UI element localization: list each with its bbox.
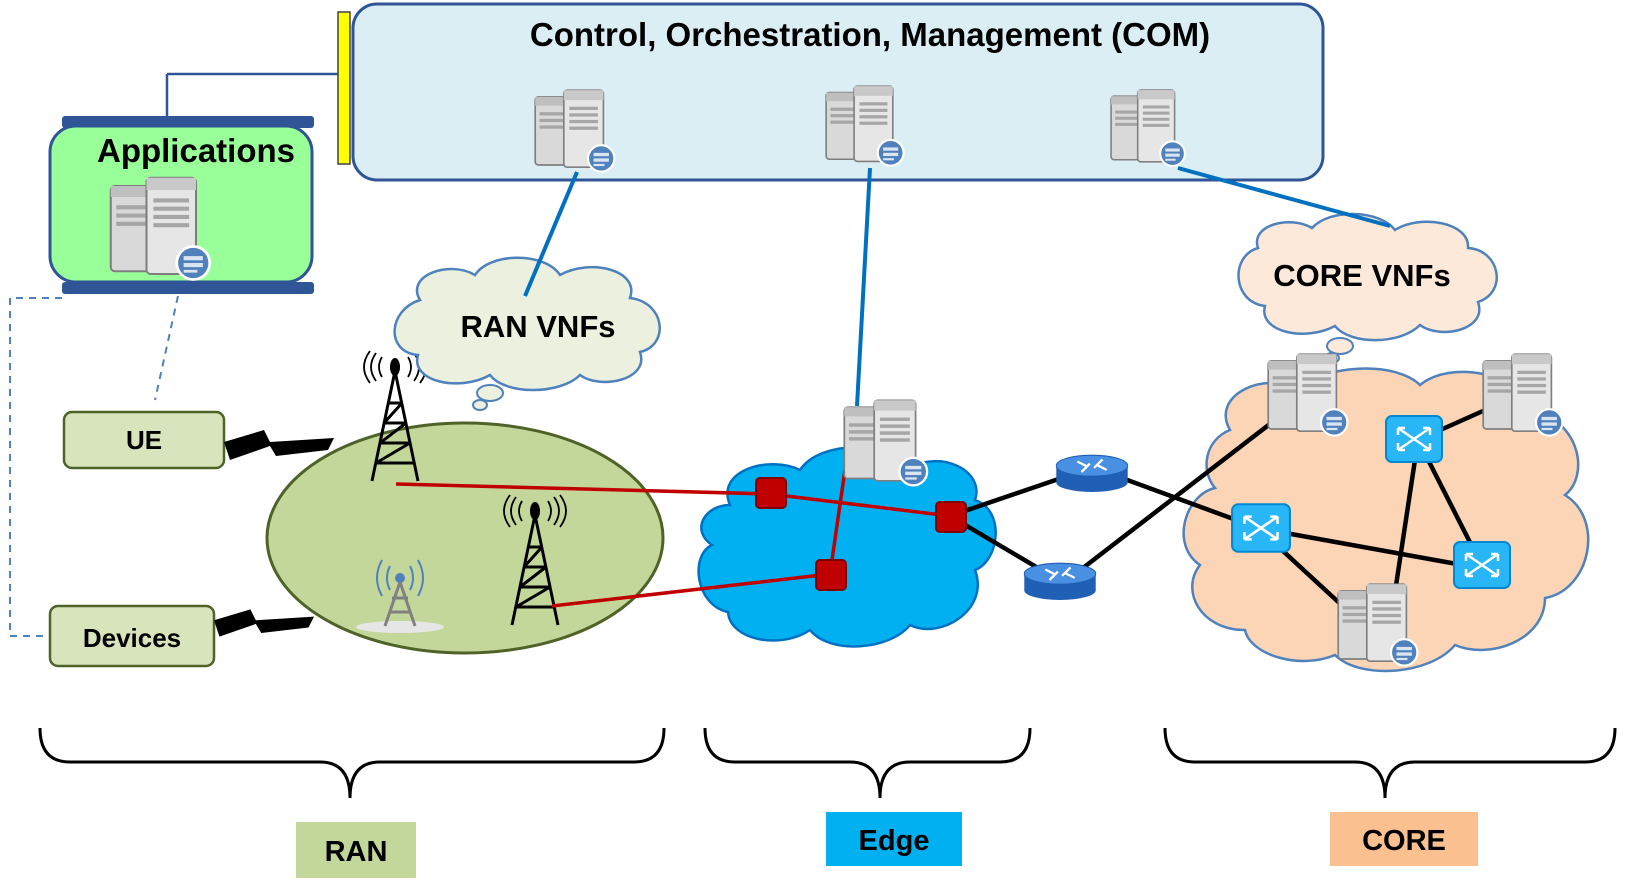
router-icon [1055,453,1129,494]
ran-tag-label: RAN [325,836,388,868]
ran-small-cell-icon [356,559,444,633]
devices-label: Devices [83,623,181,653]
core-vnfs-cloud: CORE VNFs [1237,212,1498,364]
router-icon [1023,561,1097,602]
core-cloud [1182,367,1590,673]
ran-vnfs-cloud: RAN VNFs [393,256,661,411]
control-links [523,166,1391,407]
edge-server-icon [843,399,929,487]
devices-wireless-icon [214,609,314,637]
applications-panel: Applications [48,72,338,294]
red-links [395,469,951,608]
ran-area [265,349,665,655]
core-tag: CORE [1330,812,1478,866]
edge-node [755,477,787,509]
com-panel: Control, Orchestration, Management (COM) [337,2,1325,182]
dashed-links [9,295,179,637]
core-server-icon [1266,353,1349,437]
segment-braces [38,727,1617,799]
switch-icon [1384,414,1444,464]
applications-label: Applications [97,132,295,169]
com-server-edge-icon [824,84,905,167]
switch-icon [1452,540,1512,590]
edge-node [815,559,847,591]
com-server-ran-icon [534,89,616,173]
devices-box: Devices [48,604,216,668]
core-tag-label: CORE [1362,825,1446,857]
com-server-core-icon [1109,88,1186,167]
switch-icon [1230,502,1292,554]
edge-tag-label: Edge [859,825,930,857]
edge-brace [703,727,1032,799]
core-server-icon [1336,583,1419,667]
ue-box: UE [62,410,226,470]
edge-node [935,501,967,533]
edge-tag: Edge [826,812,962,866]
core-brace [1163,727,1617,799]
ue-wireless-icon [224,430,334,460]
com-title: Control, Orchestration, Management (COM) [530,16,1210,53]
core-server-icon [1482,353,1564,437]
ran-vnfs-label: RAN VNFs [460,309,615,344]
core-vnfs-label: CORE VNFs [1273,258,1450,293]
ran-brace [38,727,666,799]
edge-nodes [755,477,967,591]
applications-server-icon [109,176,212,281]
ue-label: UE [126,425,162,455]
ran-tag: RAN [296,822,416,878]
